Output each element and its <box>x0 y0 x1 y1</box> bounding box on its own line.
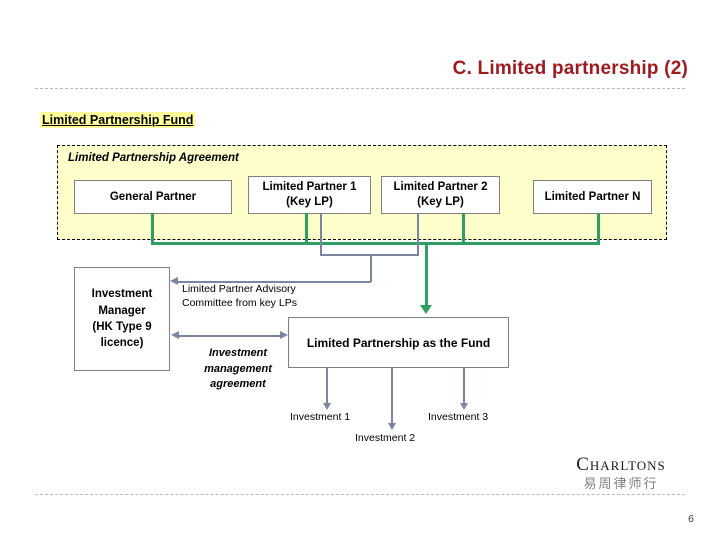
blue-arrowhead-investment-2 <box>388 423 396 430</box>
blue-line-lpac-drop <box>370 254 372 282</box>
blue-line-lpac-to-im <box>178 281 371 283</box>
green-line-horizontal-bus <box>151 242 600 245</box>
page-number: 6 <box>688 513 694 525</box>
blue-arrowhead-to-investment-manager <box>170 277 178 285</box>
box-limited-partner-2-label: Limited Partner 2(Key LP) <box>393 181 488 208</box>
box-limited-partner-n-label: Limited Partner N <box>544 190 641 203</box>
box-limited-partner-1[interactable]: Limited Partner 1(Key LP) <box>248 176 371 214</box>
box-limited-partnership-fund-label: Limited Partnership as the Fund <box>306 335 491 350</box>
blue-line-investment-2 <box>391 368 393 425</box>
blue-line-investment-management-agreement <box>179 335 281 337</box>
box-limited-partner-n[interactable]: Limited Partner N <box>533 180 652 214</box>
green-arrowhead-fund <box>420 305 432 314</box>
page-title: C. Limited partnership (2) <box>452 58 688 79</box>
green-line-gp-down <box>151 213 154 244</box>
blue-line-lp2-down <box>417 213 419 255</box>
charltons-logo-chinese: 易周律师行 <box>583 475 659 491</box>
green-line-lp2-down <box>462 213 465 244</box>
blue-arrowhead-investment-1 <box>323 403 331 410</box>
blue-line-lpac-join <box>320 254 419 256</box>
box-general-partner[interactable]: General Partner <box>74 180 232 214</box>
green-line-lp1-down <box>305 213 308 244</box>
blue-line-lp1-down <box>320 213 322 255</box>
label-investment-1: Investment 1 <box>290 411 351 423</box>
label-investment-2: Investment 2 <box>355 432 416 444</box>
blue-arrowhead-ima-right <box>280 331 288 339</box>
footer-divider <box>35 494 685 495</box>
box-limited-partner-2[interactable]: Limited Partner 2(Key LP) <box>381 176 500 214</box>
header-divider <box>35 88 685 89</box>
box-general-partner-label: General Partner <box>109 190 197 203</box>
blue-arrowhead-ima-left <box>171 331 179 339</box>
charltons-logo: Charltons 易周律师行 <box>556 455 686 492</box>
green-line-lpn-down <box>597 213 600 244</box>
charltons-logo-text: Charltons <box>576 454 666 475</box>
box-limited-partnership-fund[interactable]: Limited Partnership as the Fund <box>288 317 509 368</box>
blue-arrowhead-investment-3 <box>460 403 468 410</box>
label-investment-3: Investment 3 <box>428 411 489 423</box>
blue-line-investment-3 <box>463 368 465 405</box>
box-limited-partner-1-label: Limited Partner 1(Key LP) <box>262 181 357 208</box>
section-heading: Limited Partnership Fund <box>40 112 196 128</box>
blue-line-investment-1 <box>326 368 328 405</box>
limited-partnership-agreement-label: Limited Partnership Agreement <box>68 152 239 164</box>
green-line-to-fund <box>425 242 428 307</box>
